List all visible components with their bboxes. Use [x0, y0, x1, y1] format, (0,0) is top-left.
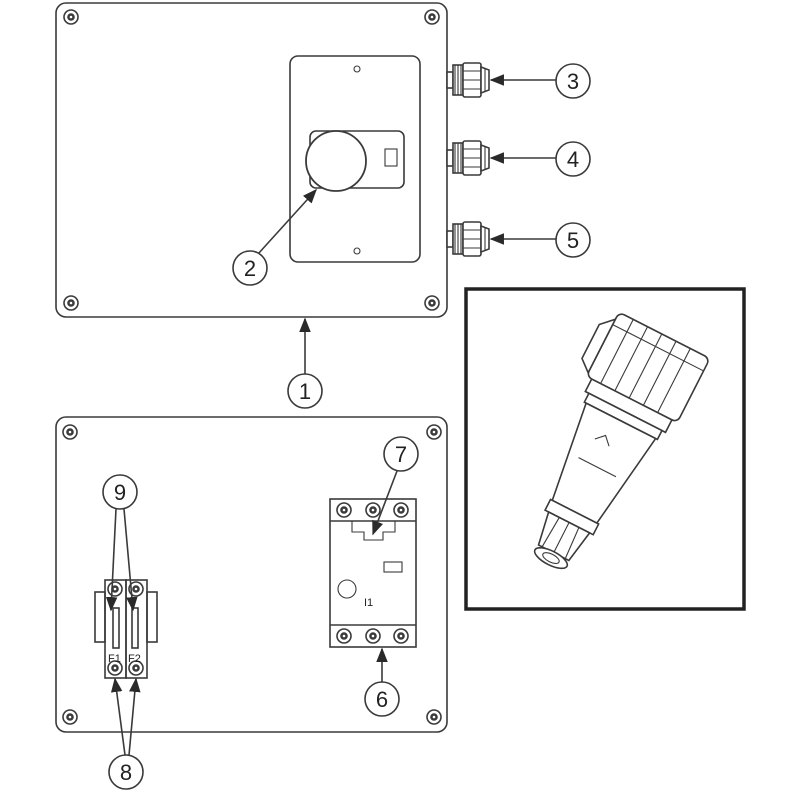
leader-lines [105, 74, 556, 756]
callout-9: 9 [102, 474, 138, 510]
callout-3-label: 3 [567, 69, 579, 94]
screw-icon [365, 628, 381, 644]
callout-1-label: 1 [299, 379, 311, 404]
callout-6: 6 [364, 681, 400, 717]
screw-icon [393, 628, 409, 644]
fuse-holders: F1 F2 [94, 579, 158, 679]
screw-icon [424, 9, 440, 25]
plate-screw-hole [353, 65, 361, 73]
callout-2: 2 [232, 250, 268, 286]
callout-2-label: 2 [244, 256, 256, 281]
screw-icon [426, 709, 442, 725]
screw-icon [393, 502, 409, 518]
screw-icon [63, 295, 79, 311]
callout-5: 5 [555, 222, 591, 258]
switch-plate [289, 55, 421, 263]
screw-icon [107, 581, 123, 597]
screw-icon [63, 9, 79, 25]
screw-icon [426, 424, 442, 440]
screw-icon [62, 424, 78, 440]
cable-gland-icon [446, 140, 490, 176]
callout-9-label: 9 [114, 480, 126, 505]
breaker-label: I1 [364, 597, 373, 609]
callout-4: 4 [555, 141, 591, 177]
mounting-plate: F1 F2 I1 [55, 416, 448, 733]
plug-inset [464, 287, 746, 611]
enclosure-front [55, 2, 490, 318]
fuse-label-f1: F1 [108, 653, 121, 665]
callout-7-label: 7 [395, 442, 407, 467]
callout-6-label: 6 [376, 687, 388, 712]
callout-5-label: 5 [567, 228, 579, 253]
fuse-label-f2: F2 [128, 653, 141, 665]
plate-outline [55, 416, 448, 733]
callout-7: 7 [383, 436, 419, 472]
cable-gland-icon [446, 62, 490, 98]
callout-8-label: 8 [120, 760, 132, 785]
cable-gland-icon [446, 221, 490, 257]
callout-4-label: 4 [567, 147, 579, 172]
screw-icon [336, 502, 352, 518]
industrial-plug-icon [533, 313, 709, 570]
screw-icon [336, 628, 352, 644]
screw-icon [62, 709, 78, 725]
switch-indicator [384, 148, 398, 167]
rotary-knob-icon [305, 130, 367, 192]
screw-icon [365, 502, 381, 518]
callout-8: 8 [108, 754, 144, 790]
callout-3: 3 [555, 63, 591, 99]
screw-icon [424, 295, 440, 311]
circuit-breaker: I1 [329, 498, 417, 648]
plate-screw-hole [353, 247, 361, 255]
callout-1: 1 [287, 373, 323, 409]
